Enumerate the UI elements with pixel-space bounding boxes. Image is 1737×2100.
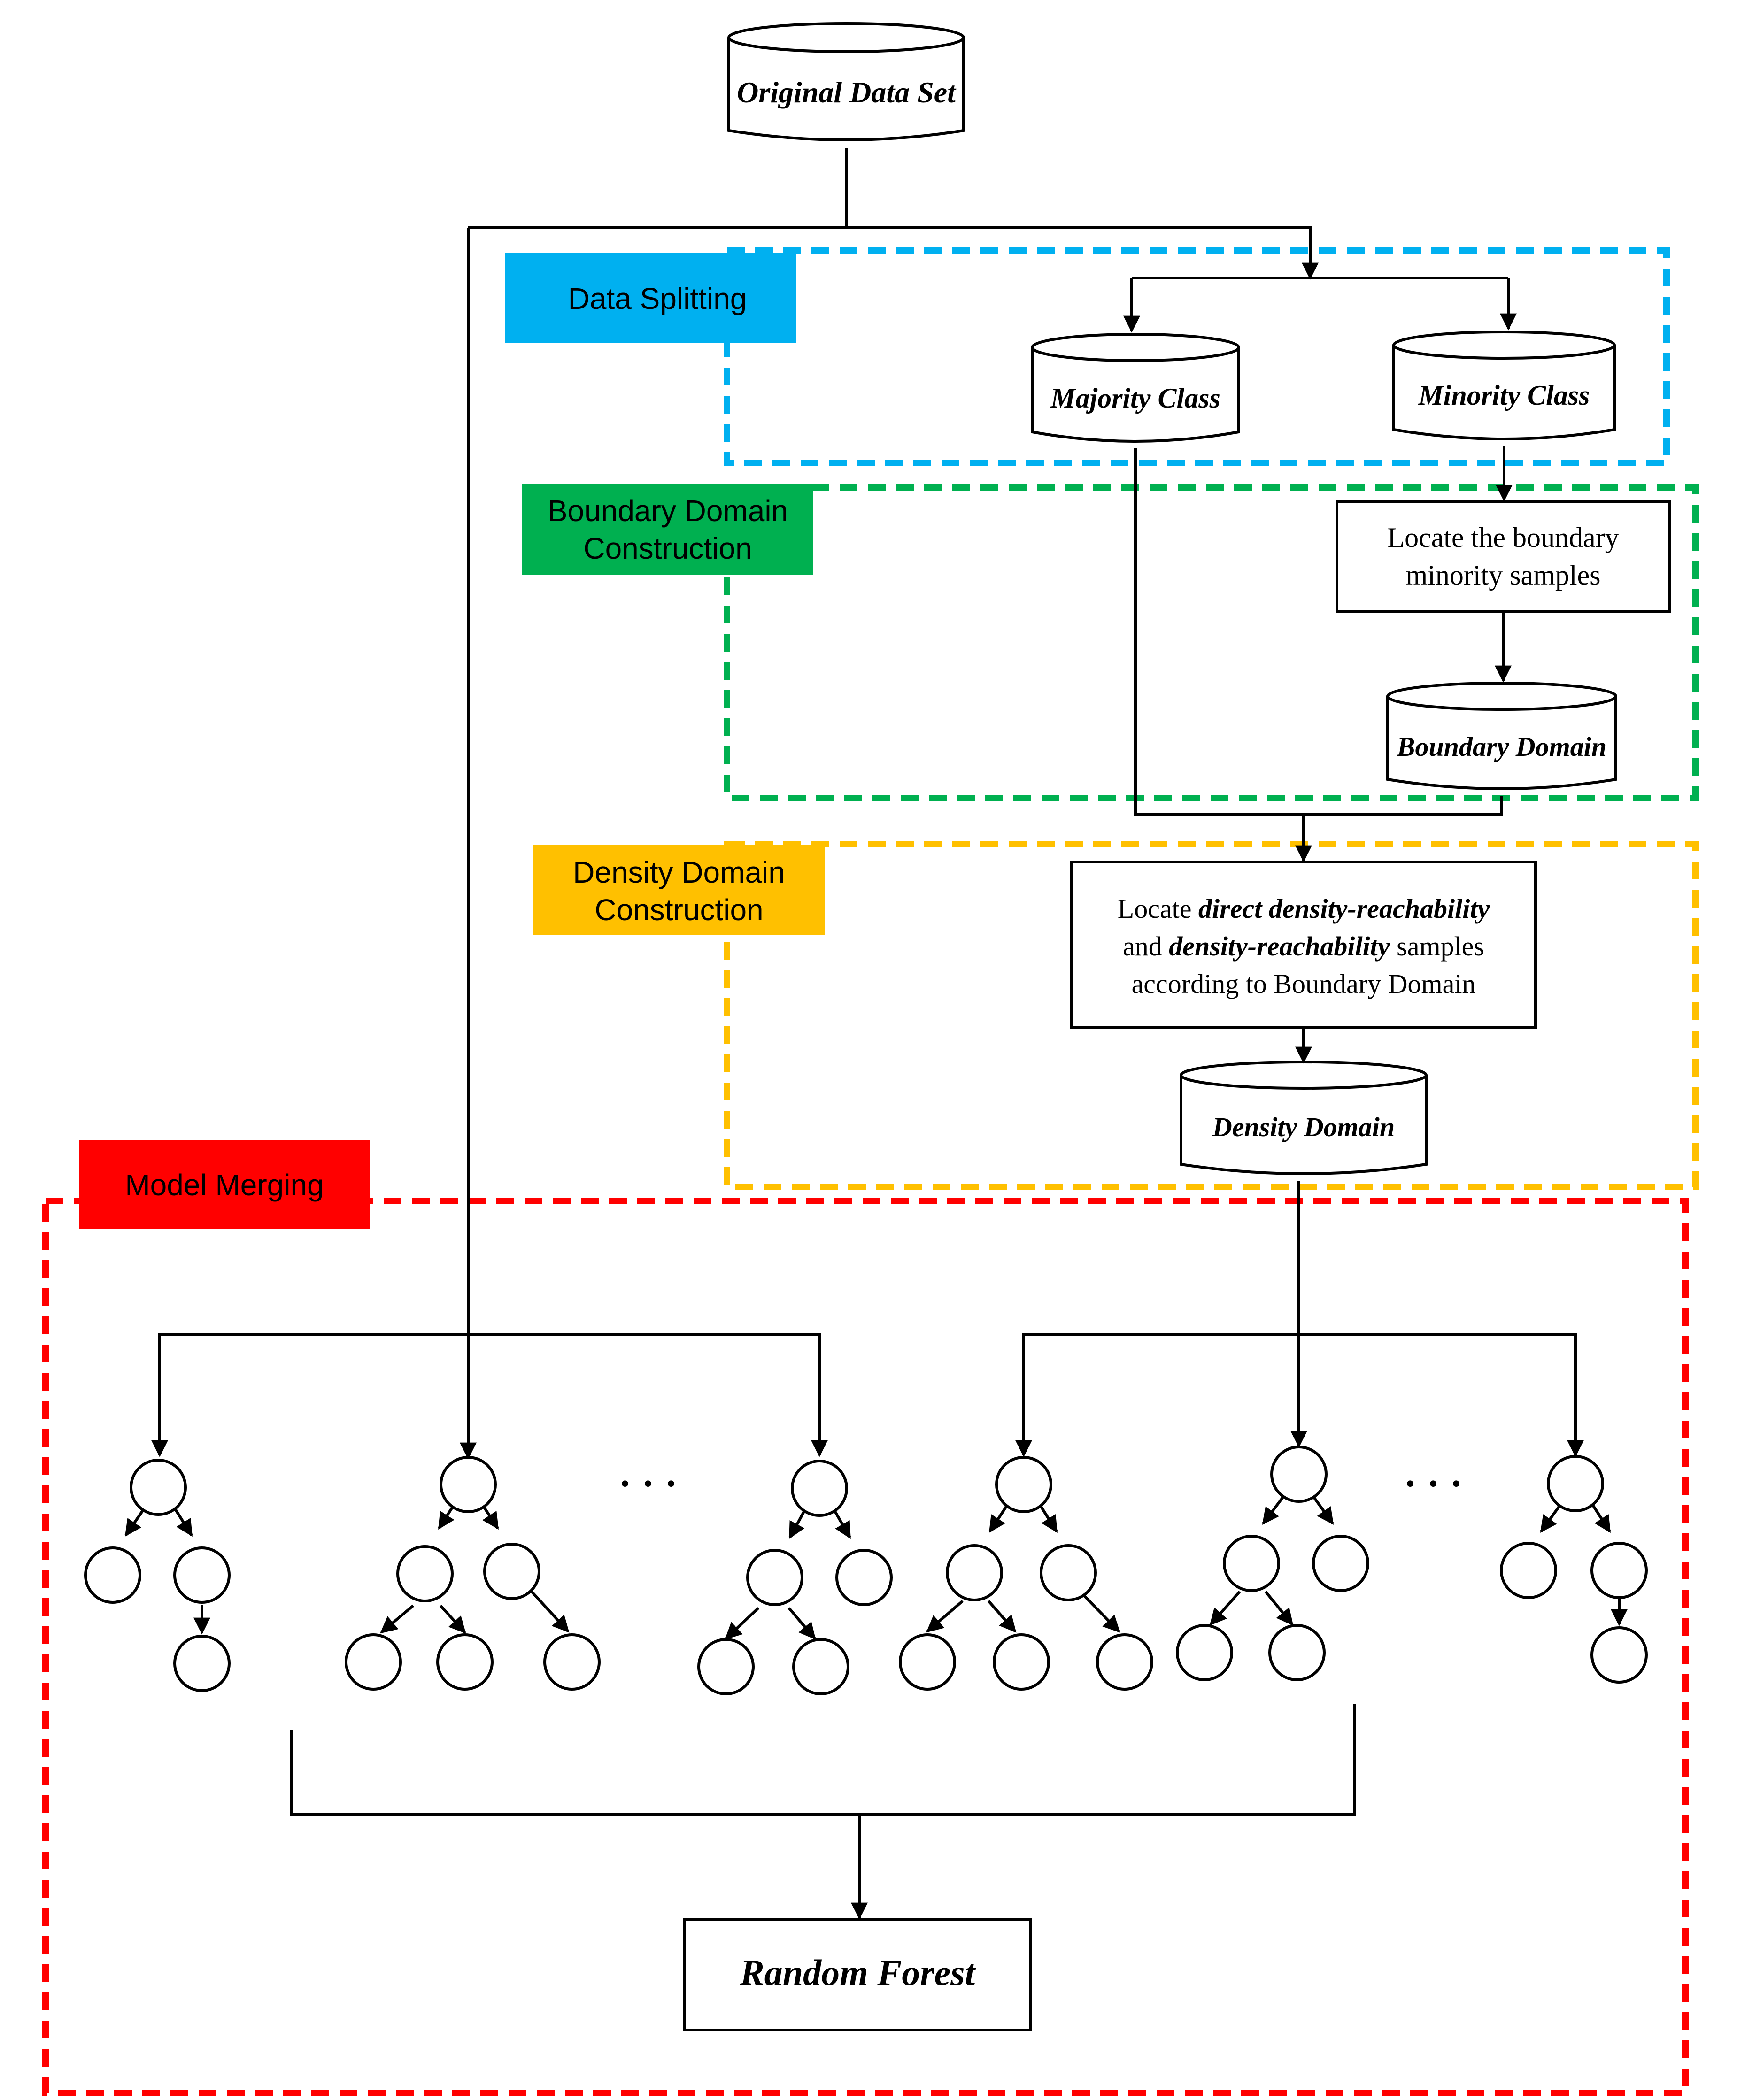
aggregate-bracket <box>290 1704 1356 1816</box>
tree-node <box>440 1456 497 1513</box>
tree-node <box>1176 1624 1233 1681</box>
original-data-set-label: Original Data Set <box>737 76 957 109</box>
left-group-bracket <box>158 1333 821 1453</box>
minority-class-label: Minority Class <box>1418 380 1590 411</box>
density-construction-label: Density Domain Construction <box>533 845 825 935</box>
density-construction-text-line1: Density Domain <box>573 855 785 889</box>
majority-class-cylinder: Majority Class <box>1031 333 1240 443</box>
decision-trees <box>84 1446 1648 1695</box>
tree-node <box>1040 1544 1097 1601</box>
tree-node <box>84 1546 141 1604</box>
tree-4 <box>899 1456 1153 1691</box>
original-to-split-line <box>468 148 848 229</box>
tree-node <box>1270 1446 1328 1503</box>
data-splitting-label: Data Splitting <box>505 253 796 343</box>
locate-boundary-box: Locate the boundary minority samples <box>1336 500 1671 613</box>
tree-node <box>1268 1624 1326 1681</box>
model-merging-text: Model Merging <box>125 1168 324 1202</box>
locate-density-box: Locate direct density-reachability and d… <box>1070 861 1537 1029</box>
boundary-domain-cylinder: Boundary Domain <box>1386 682 1617 790</box>
boundary-domain-label: Boundary Domain <box>1397 731 1606 762</box>
locate-density-line1: Locate direct density-reachability <box>1118 893 1490 924</box>
model-merging-label: Model Merging <box>79 1140 370 1229</box>
tree-node <box>746 1549 803 1606</box>
tree-node <box>345 1633 402 1691</box>
tree-node <box>791 1460 848 1517</box>
tree-node <box>697 1638 755 1695</box>
tree-5 <box>1176 1446 1369 1681</box>
locate-density-line3: according to Boundary Domain <box>1132 969 1476 999</box>
tree-node <box>792 1638 849 1695</box>
boundary-construction-region <box>724 484 1699 801</box>
tree-node <box>396 1545 454 1602</box>
boundary-construction-label: Boundary Domain Construction <box>522 484 813 575</box>
tree-3 <box>697 1460 893 1695</box>
tree-2 <box>345 1456 601 1691</box>
model-merging-region <box>42 1198 1689 2096</box>
left-ellipsis: · · · <box>618 1462 678 1506</box>
data-splitting-text: Data Splitting <box>568 282 747 315</box>
locate-density-line2: and density-reachability samples <box>1123 931 1484 962</box>
split-right-line <box>846 226 1319 280</box>
tree-node <box>173 1546 231 1604</box>
tree-node <box>835 1549 893 1606</box>
tree-node <box>946 1544 1003 1601</box>
random-forest-label: Random Forest <box>740 1952 976 1993</box>
boundary-construction-text-line2: Construction <box>583 531 752 565</box>
density-construction-region <box>724 841 1699 1190</box>
tree-node <box>1590 1626 1648 1684</box>
right-group-bracket <box>1022 1333 1577 1453</box>
connectors <box>151 148 1584 1920</box>
tree-node <box>483 1543 540 1600</box>
tree-node <box>1312 1535 1369 1592</box>
tree-node <box>130 1459 187 1516</box>
tree-6 <box>1500 1455 1648 1684</box>
random-forest-box: Random Forest <box>683 1918 1032 2031</box>
tree-node <box>1590 1542 1648 1599</box>
tree-node <box>173 1635 231 1692</box>
tree-node <box>1223 1535 1280 1592</box>
tree-node <box>993 1633 1050 1691</box>
minority-class-cylinder: Minority Class <box>1392 331 1616 440</box>
tree-node <box>1096 1633 1153 1691</box>
tree-node <box>1547 1455 1604 1512</box>
density-domain-label: Density Domain <box>1212 1112 1395 1142</box>
tree-node <box>1500 1542 1557 1599</box>
locate-boundary-line2: minority samples <box>1406 560 1601 591</box>
tree-node <box>543 1633 601 1691</box>
data-splitting-region <box>724 247 1670 466</box>
tree-node <box>899 1633 956 1691</box>
majority-class-label: Majority Class <box>1050 383 1220 414</box>
tree-1 <box>84 1459 231 1692</box>
boundary-construction-text-line1: Boundary Domain <box>548 494 788 528</box>
original-data-set-cylinder: Original Data Set <box>727 22 965 141</box>
density-domain-cylinder: Density Domain <box>1180 1061 1428 1175</box>
tree-node <box>995 1456 1052 1513</box>
tree-node <box>436 1633 494 1691</box>
density-construction-text-line2: Construction <box>594 893 763 927</box>
locate-boundary-line1: Locate the boundary <box>1387 522 1619 553</box>
right-ellipsis: · · · <box>1404 1462 1463 1506</box>
majority-down-line <box>1134 448 1503 816</box>
